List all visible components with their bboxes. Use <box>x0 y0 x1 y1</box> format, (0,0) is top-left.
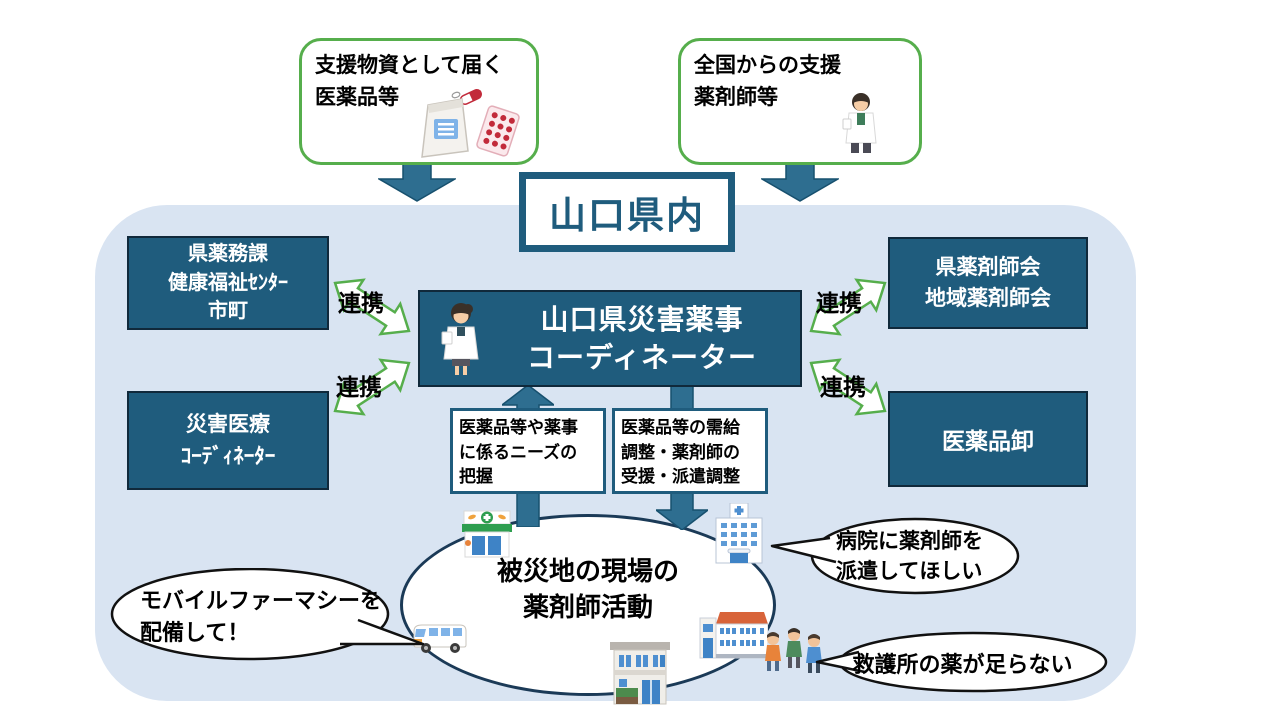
bubble-shelter-shortage-label: 救護所の薬が足らない <box>852 652 1073 677</box>
link-arrow-left-bottom: 連携 <box>322 352 422 422</box>
blister-pack-icon <box>476 105 520 157</box>
hospital-icon <box>715 503 763 564</box>
title-yamaguchi-kennai: 山口県内 <box>519 172 735 252</box>
bubble-shelter-shortage: 救護所の薬が足らない <box>815 630 1110 695</box>
link-label: 連携 <box>338 290 384 316</box>
speech-bubble-icon <box>770 517 1020 595</box>
region-title-label: 山口県内 <box>549 195 705 236</box>
double-arrow-icon <box>809 278 887 336</box>
shelter-building-icon <box>699 612 768 659</box>
pharmacy-icon <box>462 510 512 558</box>
speech-bubble-icon <box>110 567 425 661</box>
evacuees-icon <box>765 628 822 673</box>
link-label: 連携 <box>336 374 382 400</box>
link-label: 連携 <box>816 290 862 316</box>
field-activity-label: 被災地の現場の 薬剤師活動 <box>496 556 679 623</box>
bubble-hospital-request: 病院に薬剤師を 派遣してほしい <box>770 516 1020 596</box>
double-arrow-icon <box>333 278 411 336</box>
bubble-mobile-pharmacy-label: モバイルファーマシーを 配備して！ <box>140 588 383 645</box>
pharmacist-male-icon <box>842 93 877 153</box>
source-box-supplies: 支援物資として届く 医薬品等 <box>299 38 539 165</box>
link-arrow-left-top: 連携 <box>322 272 422 342</box>
link-arrow-right-bottom: 連携 <box>798 352 898 422</box>
mobile-pharmacy-van-icon <box>413 624 467 653</box>
source-pharmacists-label: 全国からの支援 薬剤師等 <box>694 54 841 109</box>
field-activity-ellipse: 被災地の現場の 薬剤師活動 <box>400 514 776 696</box>
flow-box-needs: 医薬品等や薬事 に係るニーズの 把握 <box>450 408 606 494</box>
org-box-pharmacy-affairs: 県薬務課 健康福祉ｾﾝﾀｰ 市町 <box>127 236 329 330</box>
source-box-pharmacists: 全国からの支援 薬剤師等 <box>678 38 922 165</box>
coordinator-box: 山口県災害薬事 コーディネーター <box>418 290 802 387</box>
coordinator-label: 山口県災害薬事 コーディネーター <box>526 303 758 373</box>
double-arrow-icon <box>809 358 887 416</box>
org-box-wholesale: 医薬品卸 <box>888 391 1088 487</box>
bubble-hospital-request-label: 病院に薬剤師を 派遣してほしい <box>836 530 983 584</box>
org-box-disaster-medical-coordinator: 災害医療 ｺｰﾃﾞｨﾈｰﾀｰ <box>127 391 329 490</box>
flow-box-supply-adjust: 医薬品等の需給 調整・薬剤師の 受援・派遣調整 <box>612 408 768 494</box>
source-supplies-label: 支援物資として届く 医薬品等 <box>315 54 504 109</box>
org-box-pharmacist-association: 県薬剤師会 地域薬剤師会 <box>888 237 1088 329</box>
link-arrow-right-top: 連携 <box>798 272 898 342</box>
double-arrow-icon <box>333 358 411 416</box>
drugstore-building-icon <box>610 642 670 705</box>
speech-bubble-icon <box>815 631 1108 693</box>
link-label: 連携 <box>820 374 866 400</box>
pharmacist-female-icon <box>441 302 479 375</box>
medicine-bag-icon <box>421 88 520 158</box>
bubble-mobile-pharmacy: モバイルファーマシーを 配備して！ <box>108 567 433 668</box>
